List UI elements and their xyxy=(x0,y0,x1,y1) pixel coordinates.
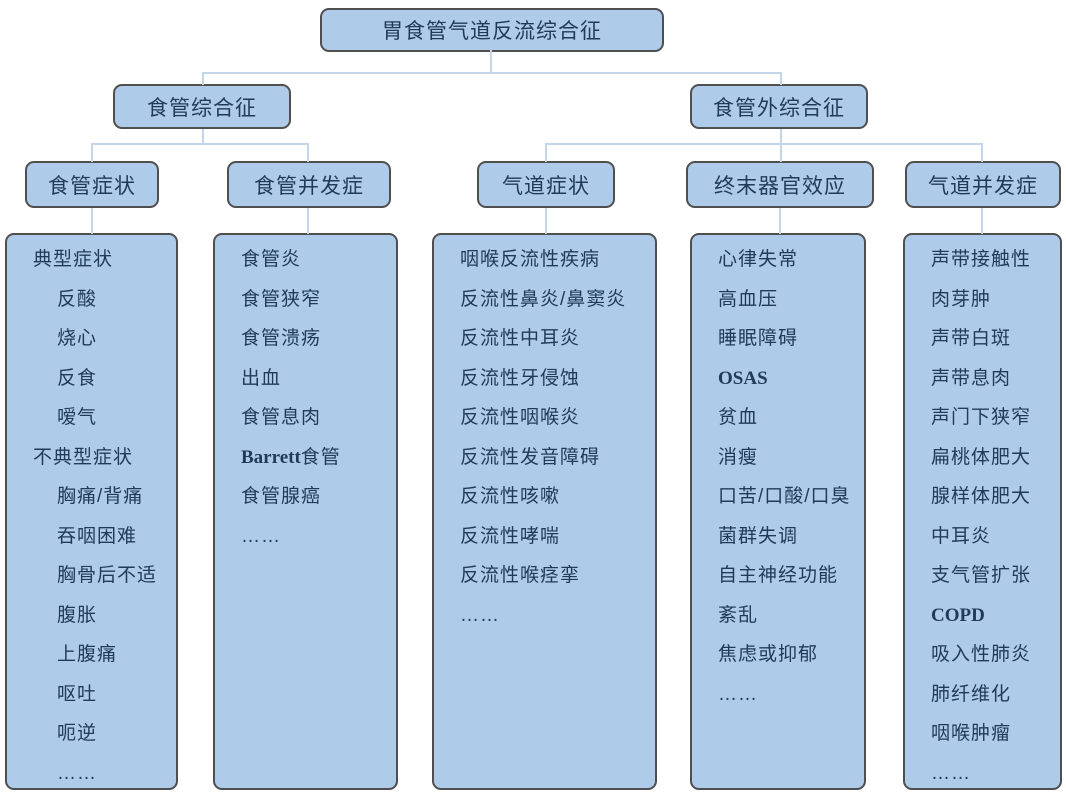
list-item: 反流性哮喘 xyxy=(460,525,561,547)
connector-line xyxy=(780,72,782,85)
list-item: Barrett食管 xyxy=(241,446,341,468)
list-item: …… xyxy=(931,762,971,784)
list-item: 声带接触性 xyxy=(931,249,1032,270)
list-item: COPD xyxy=(931,604,985,626)
connector-line xyxy=(91,208,93,234)
list-item: 反食 xyxy=(57,367,98,389)
list-item: …… xyxy=(460,604,500,626)
list-item: 食管腺癌 xyxy=(241,486,322,507)
list-item: 心律失常 xyxy=(718,249,799,270)
list-item: 胸骨后不适 xyxy=(57,565,158,586)
connector-line xyxy=(307,208,309,234)
list-end-organ-effects: 心律失常高血压睡眠障碍 OSAS 贫血消瘦口苦/口酸/口臭菌群失调自主神经功能紊乱焦… xyxy=(690,233,866,790)
list-item: 食管炎 xyxy=(241,249,302,270)
list-item: 声门下狭窄 xyxy=(931,407,1032,428)
list-item: 肉芽肿 xyxy=(931,288,992,310)
connector-line xyxy=(779,208,781,234)
node-root: 胃食管气道反流综合征 xyxy=(320,8,664,52)
list-item: 胸痛/背痛 xyxy=(57,486,144,507)
node-esophageal-complications: 食管并发症 xyxy=(227,161,391,208)
list-item: 中耳炎 xyxy=(931,525,992,547)
list-airway-symptoms: 咽喉反流性疾病反流性鼻炎/鼻窦炎反流性中耳炎反流性牙侵蚀反流性咽喉炎反流性发音障… xyxy=(432,233,657,790)
list-item: 反酸 xyxy=(57,288,98,310)
connector-line xyxy=(202,129,204,144)
connector-line xyxy=(91,143,93,162)
node-airway-complications: 气道并发症 xyxy=(905,161,1061,208)
list-item: 睡眠障碍 xyxy=(718,328,799,349)
list-item: 食管溃疡 xyxy=(241,328,322,349)
list-item: 声带息肉 xyxy=(931,367,1012,389)
list-item: 反流性咳嗽 xyxy=(460,486,561,507)
list-item: 咽喉反流性疾病 xyxy=(460,249,601,270)
node-end-organ-effects: 终末器官效应 xyxy=(686,161,874,208)
list-item: 嗳气 xyxy=(57,407,98,428)
list-airway-complications: 声带接触性肉芽肿声带白斑声带息肉声门下狭窄扁桃体肥大腺样体肥大中耳炎支气管扩张 C… xyxy=(903,233,1062,790)
list-item: 声带白斑 xyxy=(931,328,1012,349)
list-item: 呕吐 xyxy=(57,683,98,705)
connector-line xyxy=(202,72,204,85)
list-item: 上腹痛 xyxy=(57,644,118,665)
list-item: …… xyxy=(57,762,97,784)
list-esophageal-symptoms: 典型症状反酸烧心反食嗳气不典型症状胸痛/背痛吞咽困难胸骨后不适腹胀上腹痛呕吐呃逆… xyxy=(5,233,178,790)
list-item: 腹胀 xyxy=(57,604,98,626)
connector-line xyxy=(545,143,983,145)
list-item: …… xyxy=(241,525,281,547)
connector-line xyxy=(981,143,983,162)
list-item: 反流性牙侵蚀 xyxy=(460,367,581,389)
list-item: 烧心 xyxy=(57,328,98,349)
list-item: 反流性鼻炎/鼻窦炎 xyxy=(460,288,627,310)
list-item: 反流性喉痉挛 xyxy=(460,565,581,586)
list-item: 食管息肉 xyxy=(241,407,322,428)
list-esophageal-complications: 食管炎食管狭窄食管溃疡出血食管息肉 Barrett食管食管腺癌 …… xyxy=(213,233,398,790)
list-item: 消瘦 xyxy=(718,446,759,468)
list-item: 自主神经功能 xyxy=(718,565,839,586)
connector-line xyxy=(91,143,309,145)
connector-line xyxy=(307,143,309,162)
list-item: 反流性发音障碍 xyxy=(460,446,601,468)
list-item: 反流性咽喉炎 xyxy=(460,407,581,428)
list-item: …… xyxy=(718,683,758,705)
list-item: 吞咽困难 xyxy=(57,525,138,547)
connector-line xyxy=(545,143,547,162)
connector-line xyxy=(490,50,492,73)
list-item: 贫血 xyxy=(718,407,759,428)
list-item: 紊乱 xyxy=(718,604,759,626)
list-item: 吸入性肺炎 xyxy=(931,644,1032,665)
list-item: 支气管扩张 xyxy=(931,565,1032,586)
connector-line xyxy=(780,129,782,162)
list-item: 咽喉肿瘤 xyxy=(931,723,1012,744)
list-item: 肺纤维化 xyxy=(931,683,1012,705)
list-item: 食管狭窄 xyxy=(241,288,322,310)
list-item: 口苦/口酸/口臭 xyxy=(718,486,851,507)
list-item: 高血压 xyxy=(718,288,779,310)
list-item: 菌群失调 xyxy=(718,525,799,547)
node-airway-symptoms: 气道症状 xyxy=(477,161,615,208)
list-item: 腺样体肥大 xyxy=(931,486,1032,507)
connector-line xyxy=(545,208,547,234)
connector-line xyxy=(981,208,983,234)
list-item: 出血 xyxy=(241,367,282,389)
list-item: 焦虑或抑郁 xyxy=(718,644,819,665)
list-item: 扁桃体肥大 xyxy=(931,446,1032,468)
list-item: OSAS xyxy=(718,367,768,389)
list-item: 反流性中耳炎 xyxy=(460,328,581,349)
list-item: 典型症状 xyxy=(33,249,114,270)
list-item: 不典型症状 xyxy=(33,446,134,468)
connector-line xyxy=(202,72,782,74)
node-esophageal-syndrome: 食管综合征 xyxy=(113,84,291,129)
node-extraesophageal-syndrome: 食管外综合征 xyxy=(690,84,868,129)
list-item: 呃逆 xyxy=(57,723,98,744)
node-esophageal-symptoms: 食管症状 xyxy=(25,161,159,208)
